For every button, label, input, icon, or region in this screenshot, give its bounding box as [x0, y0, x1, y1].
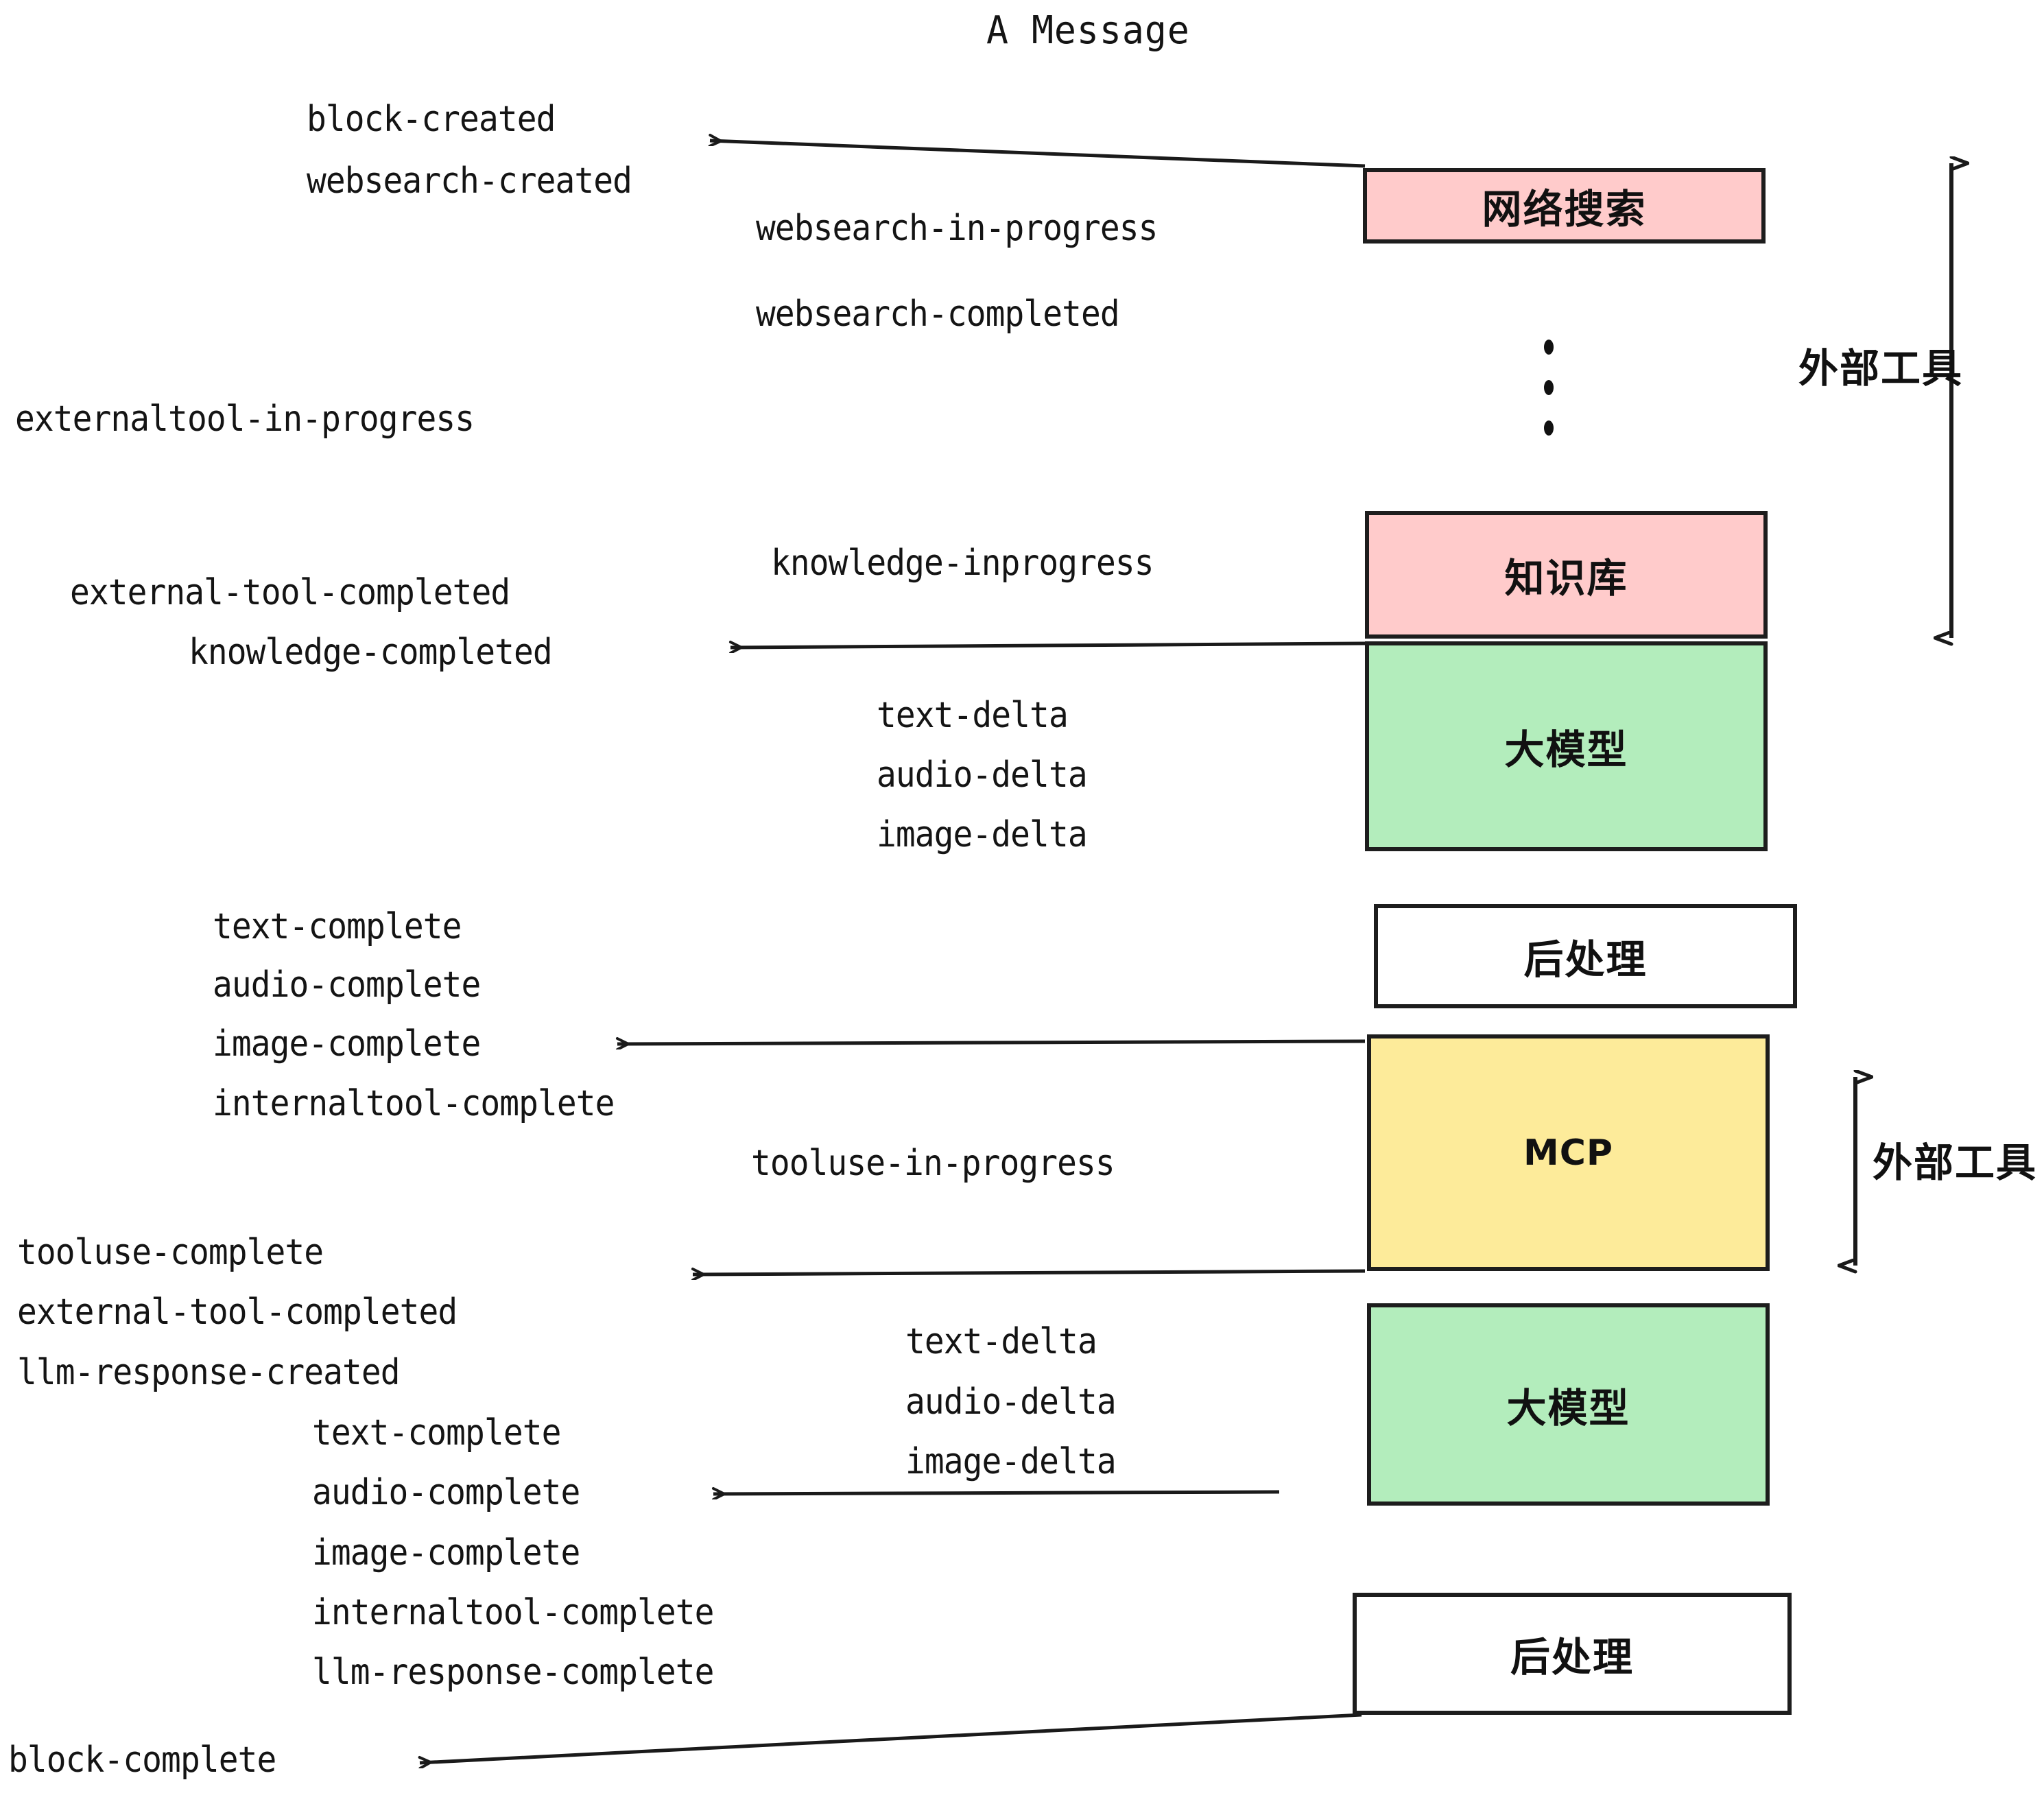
event-label-text-complete-1: text-complete: [213, 906, 462, 947]
event-label-knowledge-inprogress: knowledge-inprogress: [771, 543, 1154, 584]
event-label-text-delta-1: text-delta: [877, 695, 1069, 736]
event-label-internaltool-complete-1: internaltool-complete: [213, 1083, 615, 1124]
event-label-audio-delta-2: audio-delta: [905, 1381, 1117, 1423]
event-label-externaltool-in-progress: externaltool-in-progress: [15, 399, 475, 440]
ellipsis-dot: [1544, 340, 1554, 355]
node-llm-bottom[interactable]: 大模型: [1367, 1303, 1770, 1506]
node-mcp[interactable]: MCP: [1367, 1034, 1770, 1271]
event-label-image-complete-1: image-complete: [213, 1023, 481, 1065]
page-title: A Message: [986, 8, 1190, 53]
event-label-knowledge-completed: knowledge-completed: [189, 632, 553, 673]
event-label-image-complete-2: image-complete: [312, 1532, 580, 1574]
event-label-block-created: block-created: [307, 99, 556, 140]
event-label-llm-response-complete: llm-response-complete: [312, 1652, 714, 1693]
node-post-processing-top[interactable]: 后处理: [1374, 904, 1797, 1008]
arrow-websearch-out: [710, 141, 1366, 168]
side-label-external-tool-bottom: 外部工具: [1873, 1139, 2038, 1186]
event-label-tooluse-complete: tooluse-complete: [17, 1232, 324, 1273]
arrow-post-top-out: [617, 1041, 1366, 1044]
arrow-knowledge-out: [730, 643, 1366, 648]
arrow-post-bottom-out: [420, 1713, 1362, 1763]
event-label-websearch-in-progress: websearch-in-progress: [756, 208, 1158, 249]
ellipsis-dot: [1544, 420, 1554, 436]
node-post-processing-bottom[interactable]: 后处理: [1353, 1593, 1792, 1715]
event-label-internaltool-complete-2: internaltool-complete: [312, 1592, 714, 1633]
event-label-image-delta-2: image-delta: [905, 1441, 1117, 1482]
event-label-audio-complete-2: audio-complete: [312, 1472, 580, 1513]
event-label-image-delta-1: image-delta: [877, 814, 1088, 855]
event-label-text-complete-2: text-complete: [312, 1412, 561, 1453]
node-websearch[interactable]: 网络搜索: [1363, 168, 1766, 244]
event-label-block-complete: block-complete: [8, 1740, 276, 1781]
side-label-external-tool-top: 外部工具: [1798, 345, 1964, 392]
event-label-llm-response-created: llm-response-created: [17, 1352, 401, 1393]
event-label-external-tool-completed-2: external-tool-completed: [17, 1292, 457, 1333]
event-label-websearch-completed: websearch-completed: [756, 294, 1120, 335]
vertical-ellipsis: [1542, 340, 1556, 436]
ellipsis-dot: [1544, 380, 1554, 395]
event-label-external-tool-completed-1: external-tool-completed: [70, 572, 510, 613]
event-label-text-delta-2: text-delta: [905, 1321, 1097, 1362]
node-knowledge[interactable]: 知识库: [1365, 511, 1768, 639]
arrow-llm-bottom-out: [713, 1492, 1280, 1494]
node-llm-top[interactable]: 大模型: [1365, 641, 1768, 851]
event-label-tooluse-in-progress: tooluse-in-progress: [751, 1143, 1115, 1184]
arrow-mcp-out: [693, 1271, 1366, 1274]
event-label-websearch-created: websearch-created: [307, 161, 632, 202]
event-label-audio-complete-1: audio-complete: [213, 964, 481, 1006]
event-label-audio-delta-1: audio-delta: [877, 755, 1088, 796]
